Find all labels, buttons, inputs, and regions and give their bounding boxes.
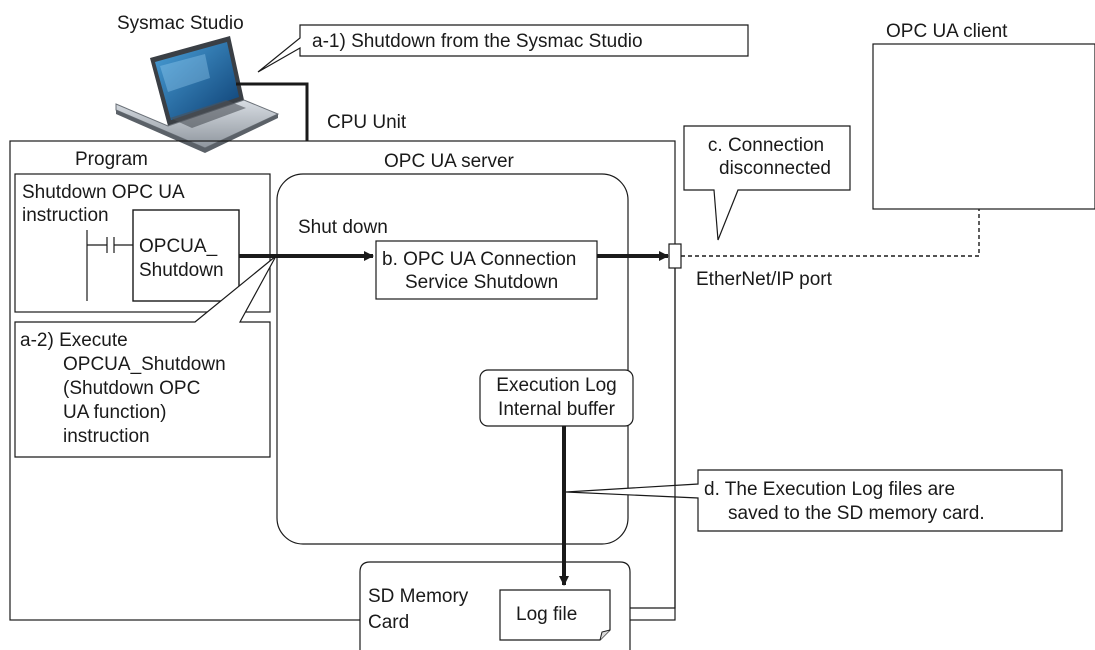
sd-card-line2: Card xyxy=(368,612,410,633)
callout-c-line1: c. Connection xyxy=(707,135,825,156)
callout-a2-line5: instruction xyxy=(63,426,150,447)
opcua-server-box xyxy=(276,173,629,545)
sysmac-studio-label: Sysmac Studio xyxy=(117,13,244,34)
program-box xyxy=(14,173,271,313)
ethernet-port-label: EtherNet/IP port xyxy=(696,269,832,290)
opcua-server-label: OPC UA server xyxy=(384,151,514,172)
opcua-client-box xyxy=(872,43,1095,210)
function-block-name-line2: Shutdown xyxy=(139,260,224,281)
log-file-label: Log file xyxy=(516,604,578,625)
sd-card-line1: SD Memory xyxy=(368,586,469,607)
cpu-unit-label: CPU Unit xyxy=(327,112,407,133)
callout-c-box xyxy=(683,125,851,241)
function-block-name-line1: OPCUA_ xyxy=(139,236,218,257)
exec-log-buffer-line1: Execution Log xyxy=(496,375,617,396)
ethernet-port xyxy=(668,243,682,269)
instruction-title-line2: instruction xyxy=(22,205,109,226)
callout-a2-line4: UA function) xyxy=(63,402,167,423)
service-shutdown-box xyxy=(375,240,598,300)
laptop-cable xyxy=(236,82,309,141)
callout-a2-line1: a-2) Execute xyxy=(20,330,128,351)
exec-log-buffer-box xyxy=(479,369,634,427)
program-label: Program xyxy=(75,149,148,170)
ladder-rung xyxy=(86,230,133,301)
laptop-icon xyxy=(115,36,280,153)
callout-d-line1: d. The Execution Log files are xyxy=(704,479,956,500)
sd-port-line xyxy=(630,268,676,609)
callout-a1-box xyxy=(257,24,749,73)
instruction-title-line1: Shutdown OPC UA xyxy=(22,182,185,203)
network-link xyxy=(681,209,980,257)
opcua-client-label: OPC UA client xyxy=(886,21,1008,42)
callout-d-line2: saved to the SD memory card. xyxy=(728,503,985,524)
service-shutdown-line2: Service Shutdown xyxy=(405,272,559,293)
callout-a2-box xyxy=(14,255,277,458)
callout-a1-text: a-1) Shutdown from the Sysmac Studio xyxy=(312,31,643,52)
callout-a2-line2: OPCUA_Shutdown xyxy=(63,354,226,375)
shut-down-label: Shut down xyxy=(298,217,388,238)
callout-c-line2: disconnected xyxy=(719,158,831,179)
exec-log-buffer-line2: Internal buffer xyxy=(498,399,615,420)
service-shutdown-line1: b. OPC UA Connection xyxy=(382,249,577,270)
callout-d-box xyxy=(565,469,1063,532)
callout-a2-line3: (Shutdown OPC xyxy=(63,378,201,399)
